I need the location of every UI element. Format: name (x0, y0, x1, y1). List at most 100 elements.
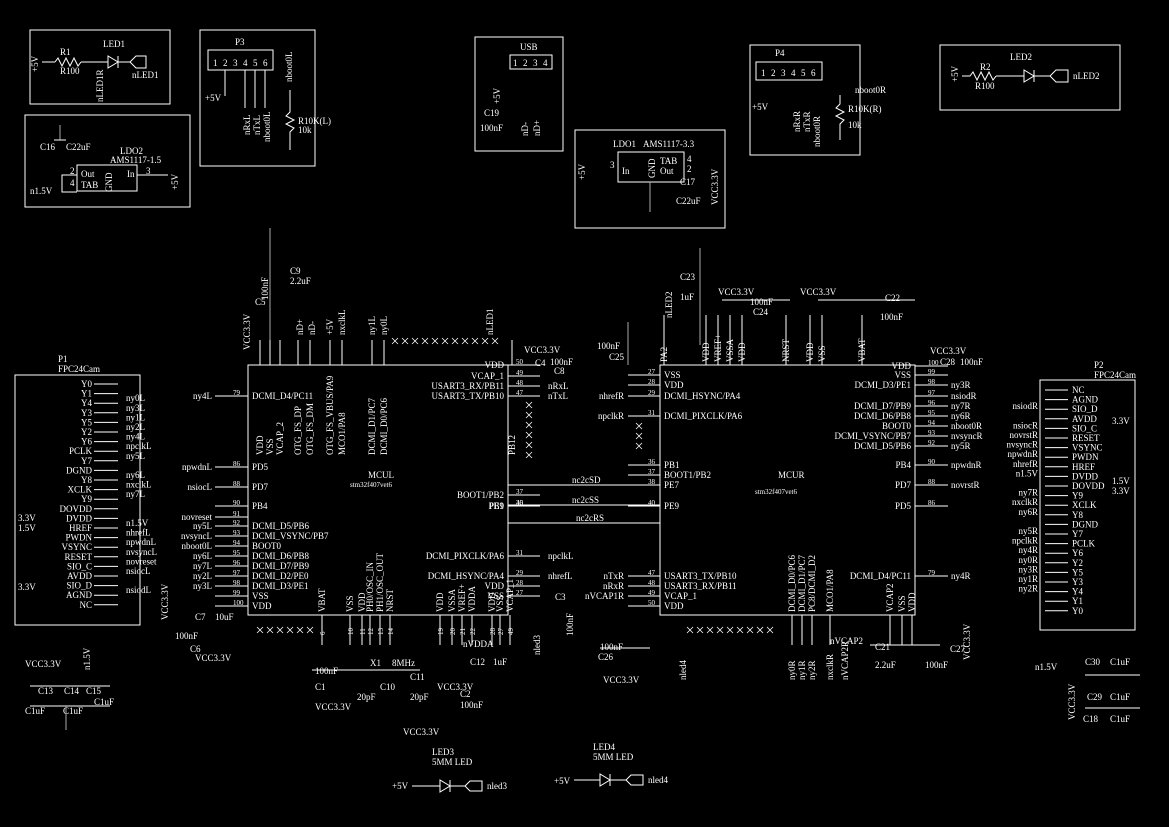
mcul-right-pin-net: npclkL (548, 551, 574, 561)
p2-pin-label: SIO_C (1072, 423, 1097, 433)
mcur-left-pin-label: VDD (664, 380, 684, 390)
nc-mark (481, 337, 489, 345)
led3-net: nled3 (487, 781, 507, 791)
mcur-left-pin-label: USART3_TX/PB10 (664, 571, 737, 581)
r2-ref: R2 (980, 62, 991, 72)
mcul-right-pin-num: 49 (516, 369, 524, 377)
nc-mark (266, 626, 274, 634)
mcul-right-pin-label: DCMI_HSYNC/PA4 (428, 571, 505, 581)
mcul-top-pin-label: PB12 (507, 435, 517, 455)
p4-res-val: 10k (848, 120, 862, 130)
p1-net-label: ny0L (126, 393, 145, 403)
mcul-left-pin-label: DCMI_VSYNC/PB7 (252, 531, 329, 541)
p3-pull-net: nboot0L (284, 52, 294, 83)
p1-pin-label: AGND (66, 590, 92, 600)
led4-value: 5MM LED (593, 752, 634, 762)
mcul-left-pin-num: 100 (233, 599, 244, 607)
p1-net-label: nvsyncL (126, 547, 157, 557)
usb-pin-3: 3 (533, 58, 538, 68)
p4-pin-2: 2 (771, 68, 776, 78)
ldo2-pin-gnd: GND (104, 172, 114, 192)
mcul-right-pin-num: 36 (516, 499, 524, 507)
mcul-bottom-pin-num: 49 (507, 628, 515, 636)
mcur-top-pin-label: PA2 (659, 347, 669, 362)
mcur-left-pin-num: 50 (648, 599, 656, 607)
v15-label-br: n1.5V (1035, 662, 1058, 672)
c22-ref: C22 (885, 293, 900, 303)
svg-text:4: 4 (243, 58, 248, 68)
xtal-ref: X1 (370, 658, 381, 668)
p1-net-label: ny3L (126, 403, 145, 413)
c6-value: 100nF (175, 631, 198, 641)
c28-value: 100nF (960, 357, 983, 367)
p1-net-label: npwdnL (126, 537, 156, 547)
mcul-left-pin-label: DCMI_D3/PE1 (252, 581, 309, 591)
mcur-left-pin-num: 36 (648, 458, 656, 466)
mcur-bottom-pin-net: ny1R (797, 660, 807, 680)
p2-pin-label: Y4 (1072, 587, 1083, 597)
p2-pin-label: AGND (1072, 395, 1098, 405)
nc-mark (391, 337, 399, 345)
mcul-left-pin-net: nvsyncL (181, 531, 212, 541)
c13-value: C1uF (25, 706, 45, 716)
mcur-right-pin-num: 86 (928, 499, 936, 507)
mcul-bottom-pin-num: 21 (459, 628, 467, 636)
nc-mark (296, 626, 304, 634)
p2-net-label: npwdnR (1007, 449, 1038, 459)
mcur-right-pin-net: ny7R (951, 401, 971, 411)
mcul-left-pin-net: ny5L (193, 521, 212, 531)
p1-pin-label: Y1 (81, 389, 92, 399)
nc-mark (471, 337, 479, 345)
ldo1-pin-out: Out (660, 166, 674, 176)
p2-pin-label: SIO_D (1072, 404, 1098, 414)
c1-value: 100nF (315, 666, 338, 676)
mcur-left-pin-label: DCMI_PIXCLK/PA6 (664, 411, 743, 421)
mcul-top-pin-label: VSS (265, 438, 275, 455)
mcur-part: stm32f407vet6 (755, 488, 797, 496)
c27-ref: C27 (950, 644, 966, 654)
mcur-ref: MCUR (778, 470, 805, 480)
p1-net-label: nsiodL (126, 585, 151, 595)
mcur-top-pin-label: VREF+ (713, 334, 723, 362)
p1-net-label: nhrefL (126, 528, 151, 538)
p2-net-label: nxclkR (1012, 497, 1038, 507)
mcul-bottom-pin-num: 27 (497, 628, 505, 636)
mcul-left-pin-label: DCMI_D4/PC11 (252, 391, 313, 401)
p1-side-33-b: 3.3V (18, 582, 36, 592)
ldo2-pin-tab: TAB (81, 180, 98, 190)
p3-pin-labels: 1 2 3 4 5 6 (213, 58, 268, 68)
p1-pin-label: AVDD (67, 571, 92, 581)
p1-net-label: ny5L (126, 451, 145, 461)
p3-res-val: 10k (298, 125, 312, 135)
p1-net-label: ny7L (126, 489, 145, 499)
mcul-left-pin-num: 92 (233, 519, 241, 527)
p3-res-ref: R10K(L) (298, 116, 331, 126)
p4-pull-net: nboot0R (855, 85, 886, 95)
mcur-right-pin-label: PB4 (895, 460, 911, 470)
p1-pin-label: Y8 (81, 475, 92, 485)
mcur-right-pin-net: npwdnR (951, 460, 982, 470)
mcul-top-pin-label: DCMI_D1/PC7 (367, 397, 377, 455)
p1-net-label: nxclkL (126, 480, 152, 490)
p1-pins: Y0Y1Y4Y3Y5Y2Y6PCLKY7DGNDY8XCLKY9DOVDDDVD… (60, 379, 118, 610)
p1-pin-label: Y7 (81, 456, 92, 466)
c26-ref: C26 (598, 652, 614, 662)
mcul-bottom-pin-label: VDD (435, 592, 445, 612)
mcul-bottom-pin-num: 19 (437, 628, 445, 636)
nvdda-label: nVDDA (463, 639, 494, 649)
mcul-left-pin-label: BOOT0 (252, 541, 281, 551)
mcur-right-pin-net: ny6R (951, 411, 971, 421)
mcur-left-pin-num: 28 (648, 378, 656, 386)
v15-label-bl: n1.5V (82, 647, 92, 670)
mcul-bottom-pin-num: 6 (319, 631, 327, 635)
mcul-right-pin-num: 50 (516, 358, 524, 366)
p2-pin-label: Y3 (1072, 577, 1083, 587)
nc-mark (525, 421, 533, 429)
p2-pin-label: VSYNC (1072, 443, 1103, 453)
c19-ref: C19 (484, 108, 500, 118)
mcul-left-pin-num: 93 (233, 529, 241, 537)
mcul-left-pin-net: novreset (182, 512, 213, 522)
